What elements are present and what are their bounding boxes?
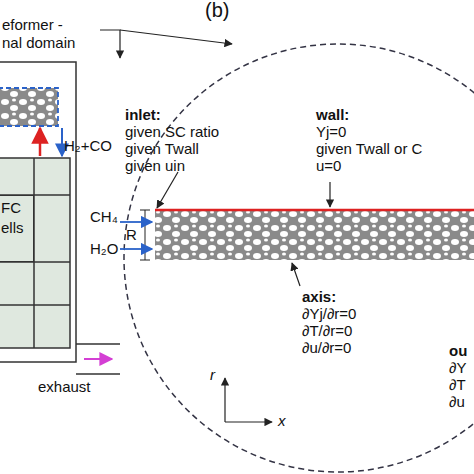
leader-line: [329, 182, 330, 207]
bc-heading: ou: [449, 342, 467, 359]
bc-text: given SC ratio: [125, 123, 219, 140]
leader-line: [292, 263, 300, 286]
domain-label: nal domain: [2, 34, 75, 51]
leader-line: [100, 30, 120, 58]
sofc-system: [0, 62, 120, 374]
species-label: H₂+CO: [64, 137, 112, 154]
bc-text: given Twall or C: [316, 140, 422, 157]
panel-letter: (b): [205, 2, 229, 19]
dimension-label: R: [126, 226, 137, 243]
bc-text: u=0: [316, 157, 341, 174]
bc-text: given Twall: [125, 140, 199, 157]
species-label: CH₄: [90, 208, 118, 225]
radius-bracket: [145, 210, 146, 260]
species-label: H₂O: [90, 240, 118, 257]
domain-label: eformer -: [2, 16, 63, 33]
axis-label: r: [210, 366, 215, 383]
zoom-circle: [124, 44, 474, 472]
wall-line: [155, 209, 474, 212]
inlet-arrow: [120, 248, 152, 250]
bc-text: ∂u/∂r=0: [302, 339, 351, 356]
bc-heading: axis:: [302, 288, 336, 305]
bc-heading: inlet:: [125, 106, 161, 123]
leader-line: [157, 172, 178, 208]
flow-arrow: [61, 128, 63, 156]
inlet-arrow: [120, 221, 152, 223]
cell-box: FC ells: [0, 195, 34, 262]
bc-text: Yj=0: [316, 123, 346, 140]
axis-arrow: [224, 378, 225, 422]
exhaust-label: exhaust: [38, 378, 91, 395]
axis-label: x: [278, 412, 286, 429]
bc-text: ∂u: [449, 393, 465, 410]
leader-line: [120, 30, 232, 44]
bc-text: given uin: [125, 157, 185, 174]
flow-arrow: [39, 128, 42, 156]
bc-text: ∂Yj/∂r=0: [302, 305, 356, 322]
bc-text: ∂T: [449, 376, 466, 393]
bc-text: ∂T/∂r=0: [302, 322, 352, 339]
cell-text: FC ells: [0, 196, 33, 240]
bc-heading: wall:: [316, 106, 349, 123]
packed-bed: [155, 210, 474, 260]
exhaust-arrow: [84, 358, 112, 360]
bc-text: ∂Y: [449, 359, 466, 376]
axis-arrow: [225, 421, 272, 422]
